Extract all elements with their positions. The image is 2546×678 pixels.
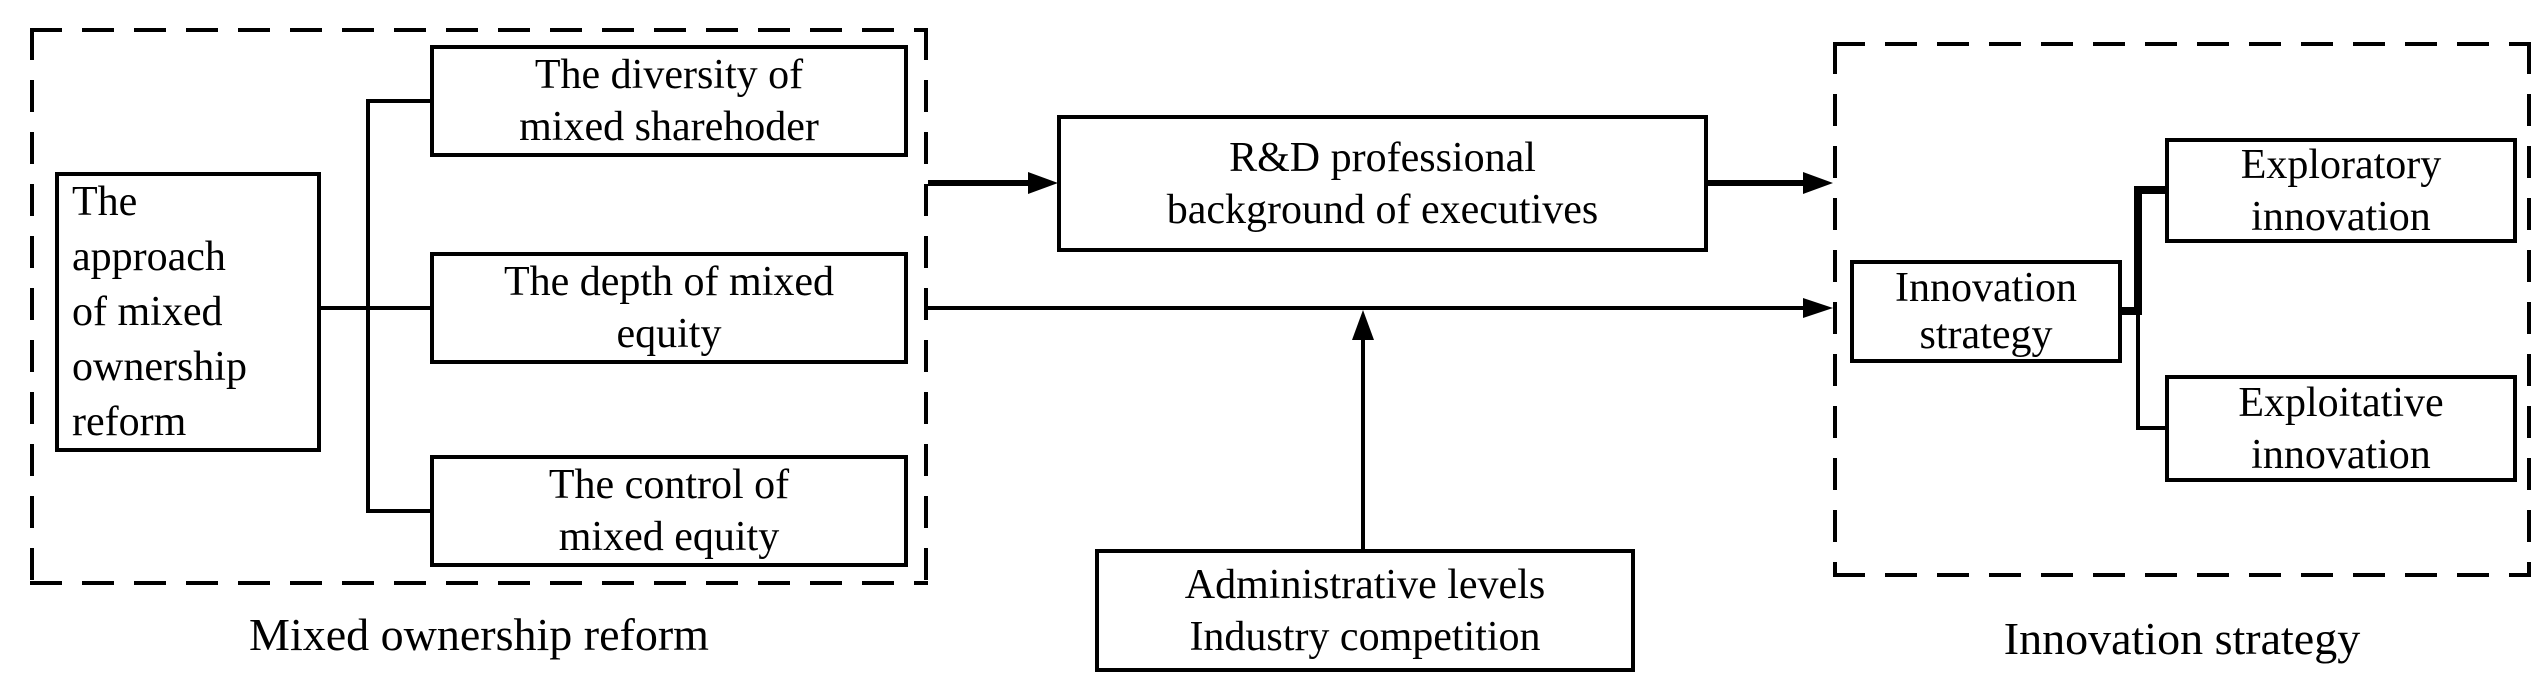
right-group-border-right	[2527, 42, 2531, 577]
arrow-direct-effect-line	[928, 306, 1805, 310]
innovation-strategy-caption: Innovation strategy	[2003, 613, 2361, 664]
arrow-moderator-line	[1361, 338, 1365, 549]
right-group-border-bottom	[1833, 573, 2531, 577]
rnd-professional-background-box: R&D professional background of executive…	[1057, 115, 1708, 252]
arrow-moderator-head-icon	[1352, 310, 1374, 340]
arrow-mediator-to-right-head-icon	[1803, 172, 1833, 194]
connector-approach-to-depth	[321, 306, 430, 310]
exploratory-innovation-box: Exploratory innovation	[2165, 138, 2517, 243]
connector-thin-vertical	[2136, 311, 2140, 430]
innovation-strategy-box: Innovation strategy	[1850, 260, 2122, 363]
approach-of-mixed-ownership-reform-box: The approach of mixed ownership reform	[55, 172, 321, 452]
exploitative-innovation-box: Exploitative innovation	[2165, 375, 2517, 482]
mixed-ownership-reform-caption: Mixed ownership reform	[249, 609, 709, 660]
connector-strategy-stub	[2122, 307, 2142, 315]
administrative-levels-industry-competition-box: Administrative levels Industry competiti…	[1095, 549, 1635, 672]
connector-stub-diversity	[366, 99, 430, 103]
right-group-border-top	[1833, 42, 2531, 46]
connector-thick-vertical	[2134, 186, 2142, 315]
arrow-direct-effect-head-icon	[1803, 298, 1833, 318]
connector-thin-to-exploitative	[2136, 426, 2165, 430]
left-group-border-bottom	[30, 581, 928, 585]
connector-stub-control	[366, 509, 430, 513]
left-group-border-right	[924, 28, 928, 585]
arrow-mediator-to-right-line	[1708, 180, 1805, 186]
arrow-left-to-mediator-line	[928, 180, 1030, 186]
connector-thick-to-exploratory	[2134, 186, 2165, 194]
left-group-border-left	[30, 28, 34, 585]
control-of-mixed-equity-box: The control of mixed equity	[430, 455, 908, 567]
right-group-border-left	[1833, 42, 1837, 577]
diversity-of-mixed-shareholder-box: The diversity of mixed sharehoder	[430, 45, 908, 157]
depth-of-mixed-equity-box: The depth of mixed equity	[430, 252, 908, 364]
arrow-left-to-mediator-head-icon	[1028, 172, 1058, 194]
left-group-border-top	[30, 28, 928, 32]
